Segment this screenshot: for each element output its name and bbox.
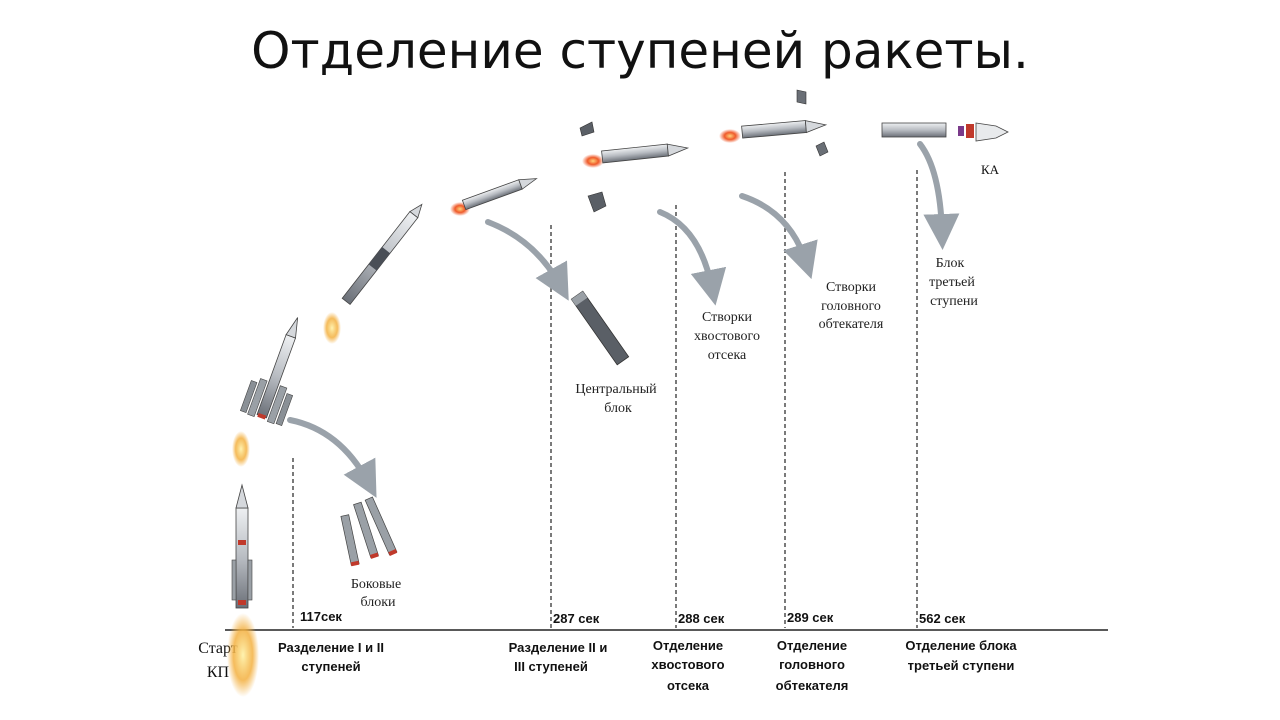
rocket-stage-horizontal-2 (601, 143, 690, 164)
third-stage-block (881, 122, 947, 138)
event-caption-287-line1: Разделение II и (509, 640, 608, 655)
event-caption-117-line2: ступеней (301, 659, 360, 674)
fairing-doors-label-line1: Створки (826, 280, 877, 295)
tail-doors-label-line2: хвостового (694, 329, 760, 344)
fairing-doors-label-line2: головного (821, 299, 881, 314)
booster-flame (232, 431, 250, 467)
central-block-label-line2: блок (604, 401, 632, 416)
side-blocks-label-line1: Боковые (351, 577, 401, 592)
event-caption-562-line1: Отделение блока (905, 638, 1017, 653)
tail-doors-label-line3: отсека (708, 348, 747, 363)
event-caption-288-line3: отсека (667, 678, 710, 693)
arrow-third-stage (917, 141, 960, 250)
event-time-289: 289 сек (787, 610, 834, 625)
arrow-tail-doors (657, 209, 727, 306)
second-stage-flame (323, 312, 341, 344)
third-stage-label-line3: ступени (930, 294, 978, 309)
arrow-side-blocks (287, 417, 377, 498)
stage-flame-2 (582, 154, 604, 168)
rocket-stage-horizontal-1 (461, 178, 538, 211)
arrow-fairing-doors (739, 193, 818, 280)
side-blocks (340, 496, 398, 567)
event-caption-562-line2: третьей ступени (908, 658, 1015, 673)
fairing-doors (796, 89, 829, 157)
rocket-on-pad (231, 483, 253, 609)
spacecraft-label: КА (981, 162, 1000, 177)
event-caption-117-line1: Разделение I и II (278, 640, 384, 655)
rocket-with-boosters (239, 317, 299, 426)
arrow-central-block (485, 219, 569, 301)
event-caption-287-line2: III ступеней (514, 659, 588, 674)
event-caption-289-line3: обтекателя (776, 678, 849, 693)
launch-flame (227, 613, 259, 697)
start-label-line2: КП (207, 664, 230, 681)
third-stage-label-line2: третьей (929, 275, 975, 290)
rocket-second-stage (341, 203, 423, 305)
event-time-562: 562 сек (919, 611, 966, 626)
event-time-287: 287 сек (553, 611, 600, 626)
slide-title: Отделение ступеней ракеты. (251, 22, 1029, 80)
stage-flame-3 (719, 129, 741, 143)
event-caption-289-line1: Отделение (777, 638, 847, 653)
spacecraft (958, 122, 1009, 142)
third-stage-label-line1: Блок (936, 256, 965, 271)
event-caption-288-line2: хвостового (651, 657, 724, 672)
event-time-288: 288 сек (678, 611, 725, 626)
tail-doors (579, 121, 607, 213)
event-caption-289-line2: головного (779, 657, 845, 672)
event-lines (292, 170, 918, 628)
rocket-stage-horizontal-3 (741, 120, 828, 139)
fairing-doors-label-line3: обтекателя (819, 317, 884, 332)
event-time-117: 117сек (300, 609, 342, 624)
tail-doors-label-line1: Створки (702, 310, 753, 325)
side-blocks-label-line2: блоки (360, 595, 396, 610)
central-block (570, 290, 630, 366)
event-caption-288-line1: Отделение (653, 638, 723, 653)
central-block-label-line1: Центральный (575, 382, 657, 397)
